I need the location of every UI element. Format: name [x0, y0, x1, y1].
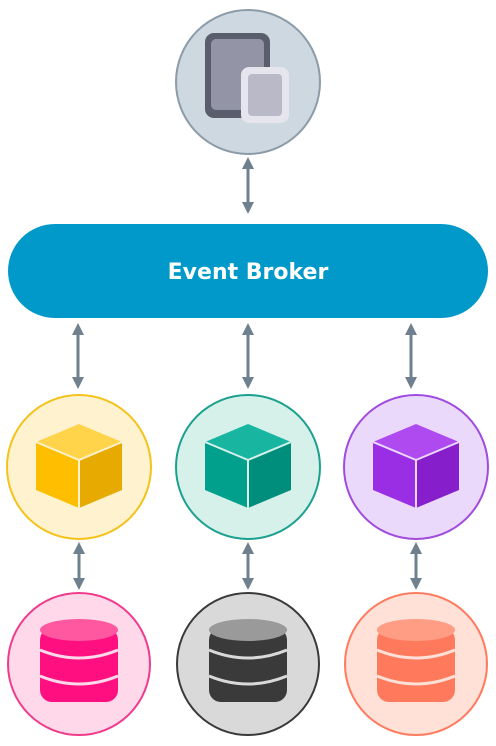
database-icon — [376, 619, 456, 702]
event-broker-label: Event Broker — [168, 260, 329, 285]
service-node-2 — [175, 394, 321, 540]
event-broker-bar — [8, 224, 488, 318]
database-icon — [208, 619, 288, 702]
database-node-2 — [176, 592, 320, 736]
service-node-3 — [343, 394, 489, 540]
cube-icon — [204, 424, 292, 508]
database-icon — [39, 619, 119, 702]
event-broker-node: Event Broker — [8, 224, 488, 318]
cube-icon — [372, 424, 460, 508]
database-node-1 — [7, 592, 151, 736]
service-node-1 — [6, 394, 152, 540]
client-node — [175, 9, 321, 155]
devices-icon — [205, 33, 289, 123]
cube-icon — [35, 424, 123, 508]
database-node-3 — [344, 592, 488, 736]
